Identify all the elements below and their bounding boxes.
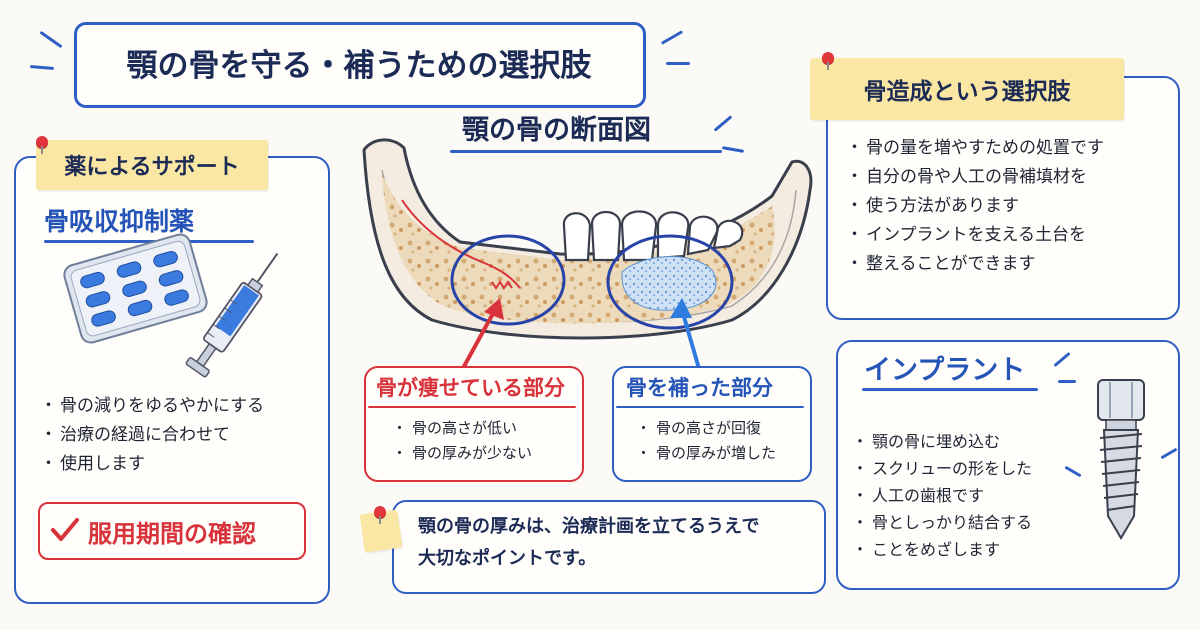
page-title: 顎の骨を守る・補うための選択肢 xyxy=(126,47,592,84)
list-item: 骨の厚みが少ない xyxy=(392,441,532,466)
list-item: 使う方法があります xyxy=(846,192,1104,221)
thin-bone-divider xyxy=(368,406,576,408)
thin-bone-bullets: 骨の高さが低い 骨の厚みが少ない xyxy=(392,416,532,466)
list-item: インプラントを支える土台を xyxy=(846,221,1104,250)
decor-tick xyxy=(29,64,55,71)
check-box xyxy=(38,502,306,560)
left-sticky-label: 薬によるサポート xyxy=(36,140,268,190)
list-item: スクリューの形をした xyxy=(852,455,1032,482)
arrows-layer xyxy=(460,298,702,374)
implant-heading-underline xyxy=(862,388,1038,391)
left-heading-underline xyxy=(44,240,254,243)
list-item: 使用します xyxy=(40,450,264,479)
pill-blister-icon xyxy=(63,233,208,344)
list-item: 人工の歯根です xyxy=(852,482,1032,509)
right-sticky-label: 骨造成という選択肢 xyxy=(810,58,1124,120)
list-item: 骨としっかり結合する xyxy=(852,509,1032,536)
list-item: 骨の減りをゆるやかにする xyxy=(40,392,264,421)
thin-bone-title: 骨が痩せている部分 xyxy=(376,376,565,400)
filled-bone-divider xyxy=(616,406,804,408)
implant-heading: インプラント xyxy=(864,355,1026,386)
pin-icon xyxy=(374,506,386,524)
implant-bullets: 顎の骨に埋め込む スクリューの形をした 人工の歯根です 骨としっかり結合する こ… xyxy=(852,428,1032,563)
blue-arrow-icon xyxy=(670,298,702,374)
center-heading: 顎の骨の断面図 xyxy=(462,115,651,146)
note-line-1: 顎の骨の厚みは、治療計画を立てるうえで xyxy=(418,516,760,537)
pin-icon xyxy=(822,52,834,70)
left-bullet-list: 骨の減りをゆるやかにする 治療の経過に合わせて 使用します xyxy=(40,392,264,479)
list-item: 顎の骨に埋め込む xyxy=(852,428,1032,455)
pin-icon xyxy=(36,136,48,154)
bone-graft-bullets: 骨の量を増やすための処置です 自分の骨や人工の骨補填材を 使う方法があります イ… xyxy=(846,134,1104,279)
check-label: 服用期間の確認 xyxy=(88,519,256,548)
medicine-illustration xyxy=(63,233,279,378)
filled-bone-bullets: 骨の高さが回復 骨の厚みが増した xyxy=(636,416,776,466)
list-item: 自分の骨や人工の骨補填材を xyxy=(846,163,1104,192)
decor-tick xyxy=(39,30,63,49)
decor-tick xyxy=(660,30,684,45)
left-heading: 骨吸収抑制薬 xyxy=(44,207,195,236)
center-heading-underline xyxy=(450,150,722,153)
list-item: 骨の高さが回復 xyxy=(636,416,776,441)
list-item: 骨の量を増やすための処置です xyxy=(846,134,1104,163)
title-frame xyxy=(74,22,646,108)
note-line-2: 大切なポイントです。 xyxy=(418,548,597,569)
implant-screw-icon xyxy=(1097,379,1145,540)
list-item: 治療の経過に合わせて xyxy=(40,421,264,450)
list-item: 骨の高さが低い xyxy=(392,416,532,441)
list-item: ことをめざします xyxy=(852,536,1032,563)
decor-tick xyxy=(666,62,690,65)
decor-tick xyxy=(1058,380,1076,383)
filled-bone-title: 骨を補った部分 xyxy=(626,376,773,400)
note-box xyxy=(392,500,826,594)
checkmark-icon xyxy=(51,518,79,541)
red-arrow-icon xyxy=(460,298,504,372)
list-item: 骨の厚みが増した xyxy=(636,441,776,466)
syringe-icon xyxy=(185,252,279,378)
list-item: 整えることができます xyxy=(846,250,1104,279)
jaw-cross-section-diagram xyxy=(362,138,813,340)
